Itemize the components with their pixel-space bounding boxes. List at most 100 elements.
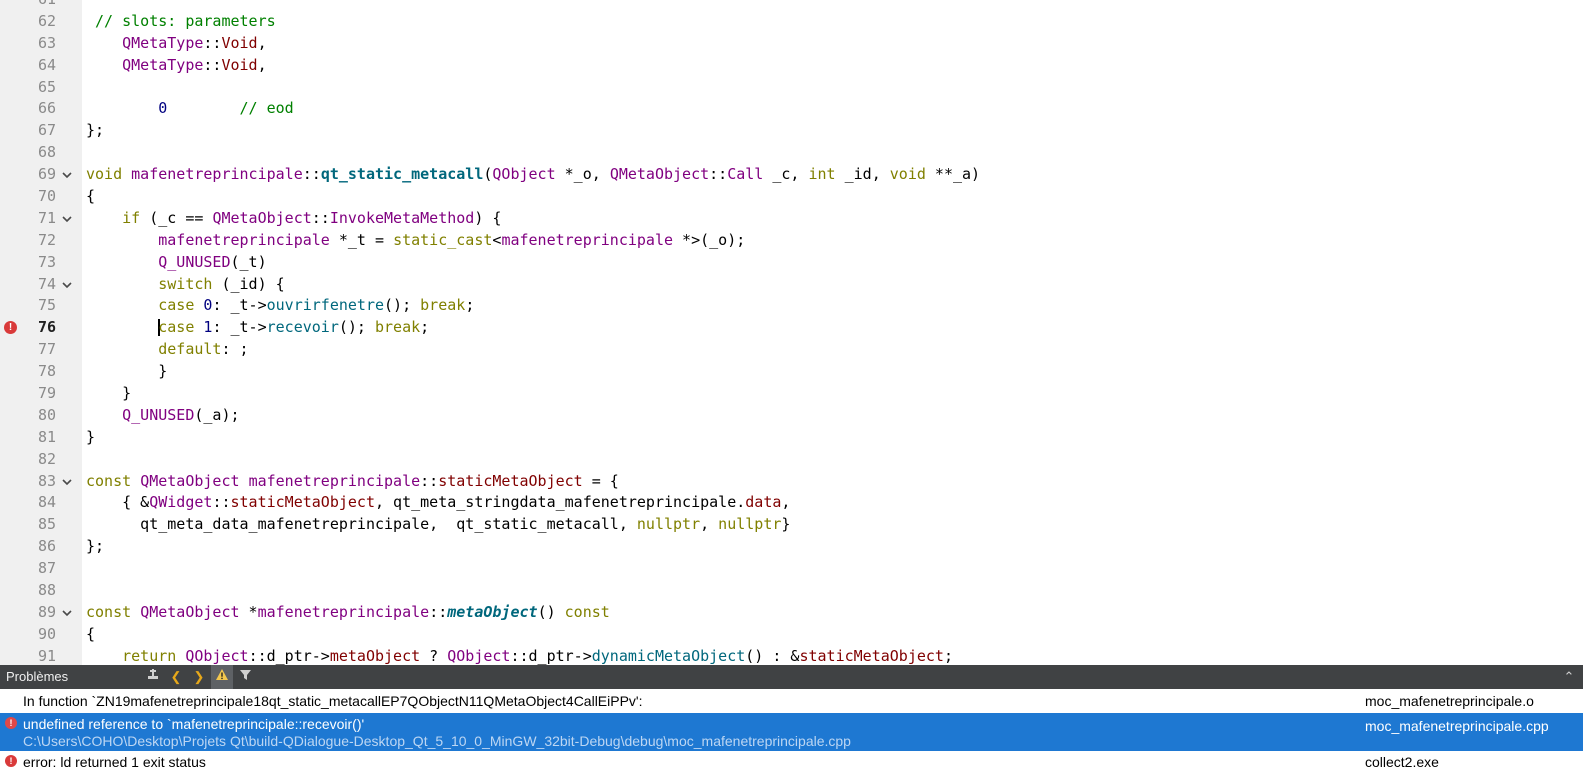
code-line[interactable]: 70{ <box>0 186 1583 208</box>
code-token: const <box>564 602 610 621</box>
code-line[interactable]: 67}; <box>0 120 1583 142</box>
code-line[interactable]: 65 <box>0 77 1583 99</box>
fold-chevron-icon[interactable] <box>60 208 74 230</box>
build-settings-icon[interactable] <box>144 665 162 689</box>
problem-row-selected[interactable]: ! undefined reference to `mafenetreprinc… <box>0 713 1583 751</box>
fold-chevron-icon[interactable] <box>60 602 74 624</box>
code-token: : _t-> <box>212 296 267 315</box>
code-token <box>86 209 122 227</box>
code-token: :: <box>709 165 728 184</box>
code-line[interactable]: 81} <box>0 427 1583 449</box>
problem-row[interactable]: In function `ZN19mafenetreprincipale18qt… <box>0 689 1583 713</box>
code-token: QObject <box>492 165 556 184</box>
code-token <box>86 296 158 314</box>
problem-file: moc_mafenetreprincipale.cpp <box>1365 718 1549 734</box>
problems-list[interactable]: In function `ZN19mafenetreprincipale18qt… <box>0 689 1583 775</box>
error-marker-icon[interactable]: ! <box>4 321 17 335</box>
code-token: :: <box>420 471 439 490</box>
code-token <box>86 253 158 271</box>
code-line[interactable]: 82 <box>0 449 1583 471</box>
code-token: ( <box>483 165 493 184</box>
code-text: void mafenetreprincipale::qt_static_meta… <box>86 164 980 186</box>
line-number: 83 <box>37 471 56 490</box>
problems-toolbar: Problèmes ❮ ❯ ⌃ <box>0 665 1583 689</box>
code-line[interactable]: 86}; <box>0 536 1583 558</box>
code-line[interactable]: 75 case 0: _t->ouvrirfenetre(); break; <box>0 295 1583 317</box>
code-text: { &QWidget::staticMetaObject, qt_meta_st… <box>86 492 790 514</box>
code-token: ? <box>420 646 448 665</box>
code-text: // slots: parameters <box>86 11 276 33</box>
code-line[interactable]: !76 case 1: _t->recevoir(); break; <box>0 317 1583 339</box>
code-line[interactable]: 61 <box>0 0 1583 11</box>
code-text: } <box>86 427 95 449</box>
filter-icon[interactable] <box>236 665 254 689</box>
code-line[interactable]: 64 QMetaType::Void, <box>0 55 1583 77</box>
code-token: () <box>537 602 565 621</box>
code-line[interactable]: 73 Q_UNUSED(_t) <box>0 252 1583 274</box>
line-number: 91 <box>37 646 56 665</box>
fold-chevron-icon[interactable] <box>60 274 74 296</box>
code-token: mafenetreprincipale <box>131 165 303 184</box>
code-line[interactable]: 79 } <box>0 383 1583 405</box>
next-arrow-icon[interactable]: ❯ <box>193 669 205 684</box>
code-line[interactable]: 72 mafenetreprincipale *_t = static_cast… <box>0 230 1583 252</box>
problem-file: moc_mafenetreprincipale.o <box>1365 693 1534 709</box>
code-line[interactable]: 78 } <box>0 361 1583 383</box>
code-text: Q_UNUSED(_a); <box>86 405 239 427</box>
code-line[interactable]: 84 { &QWidget::staticMetaObject, qt_meta… <box>0 492 1583 514</box>
code-line[interactable]: 90{ <box>0 624 1583 646</box>
fold-chevron-icon[interactable] <box>60 471 74 493</box>
code-text: return QObject::d_ptr->metaObject ? QObj… <box>86 646 953 668</box>
code-token: ::d_ptr-> <box>510 646 592 665</box>
code-line[interactable]: 74 switch (_id) { <box>0 274 1583 296</box>
code-line[interactable]: 66 0 // eod <box>0 98 1583 120</box>
code-token: () : & <box>745 646 800 665</box>
code-line[interactable]: 80 Q_UNUSED(_a); <box>0 405 1583 427</box>
code-token: 0 <box>203 296 213 315</box>
fold-chevron-icon[interactable] <box>60 164 74 186</box>
problem-row[interactable]: ! error: ld returned 1 exit status colle… <box>0 751 1583 775</box>
code-text: } <box>86 383 131 405</box>
line-number: 78 <box>37 362 56 381</box>
code-line[interactable]: 71 if (_c == QMetaObject::InvokeMetaMeth… <box>0 208 1583 230</box>
code-token: staticMetaObject <box>230 493 376 512</box>
code-line[interactable]: 68 <box>0 142 1583 164</box>
code-line[interactable]: 69 void mafenetreprincipale::qt_static_me… <box>0 164 1583 186</box>
line-number: 90 <box>37 624 56 643</box>
code-line[interactable]: 87 <box>0 558 1583 580</box>
line-number: 84 <box>37 493 56 512</box>
code-text: QMetaType::Void, <box>86 55 267 77</box>
line-number: 71 <box>37 208 56 227</box>
previous-arrow-icon[interactable]: ❮ <box>170 669 182 684</box>
code-token: , <box>257 33 267 52</box>
code-token: staticMetaObject <box>438 471 583 490</box>
code-line[interactable]: 91 return QObject::d_ptr->metaObject ? Q… <box>0 646 1583 668</box>
line-number: 69 <box>37 165 56 184</box>
code-line[interactable]: 88 <box>0 580 1583 602</box>
code-token <box>167 99 239 117</box>
code-line[interactable]: 77 default: ; <box>0 339 1583 361</box>
code-token: (_t) <box>230 252 267 271</box>
code-token: *_o, <box>555 165 610 184</box>
code-line[interactable]: 62 // slots: parameters <box>0 11 1583 33</box>
code-token: QWidget <box>149 493 213 512</box>
line-number: 76 <box>37 318 56 337</box>
warning-filter-icon[interactable] <box>211 665 233 689</box>
code-token <box>86 275 158 293</box>
code-token <box>131 472 140 490</box>
code-line[interactable]: 63 QMetaType::Void, <box>0 33 1583 55</box>
error-icon: ! <box>5 717 17 729</box>
code-token: :: <box>203 55 222 74</box>
code-token: :: <box>203 33 222 52</box>
code-text: switch (_id) { <box>86 274 284 296</box>
code-line[interactable]: 85 qt_meta_data_mafenetreprincipale, qt_… <box>0 514 1583 536</box>
collapse-chevron-icon[interactable]: ⌃ <box>1563 669 1575 684</box>
code-token: mafenetreprincipale <box>158 230 330 249</box>
code-token: ; <box>943 646 953 665</box>
code-token: QMetaObject <box>212 208 312 227</box>
text-cursor <box>158 319 161 337</box>
